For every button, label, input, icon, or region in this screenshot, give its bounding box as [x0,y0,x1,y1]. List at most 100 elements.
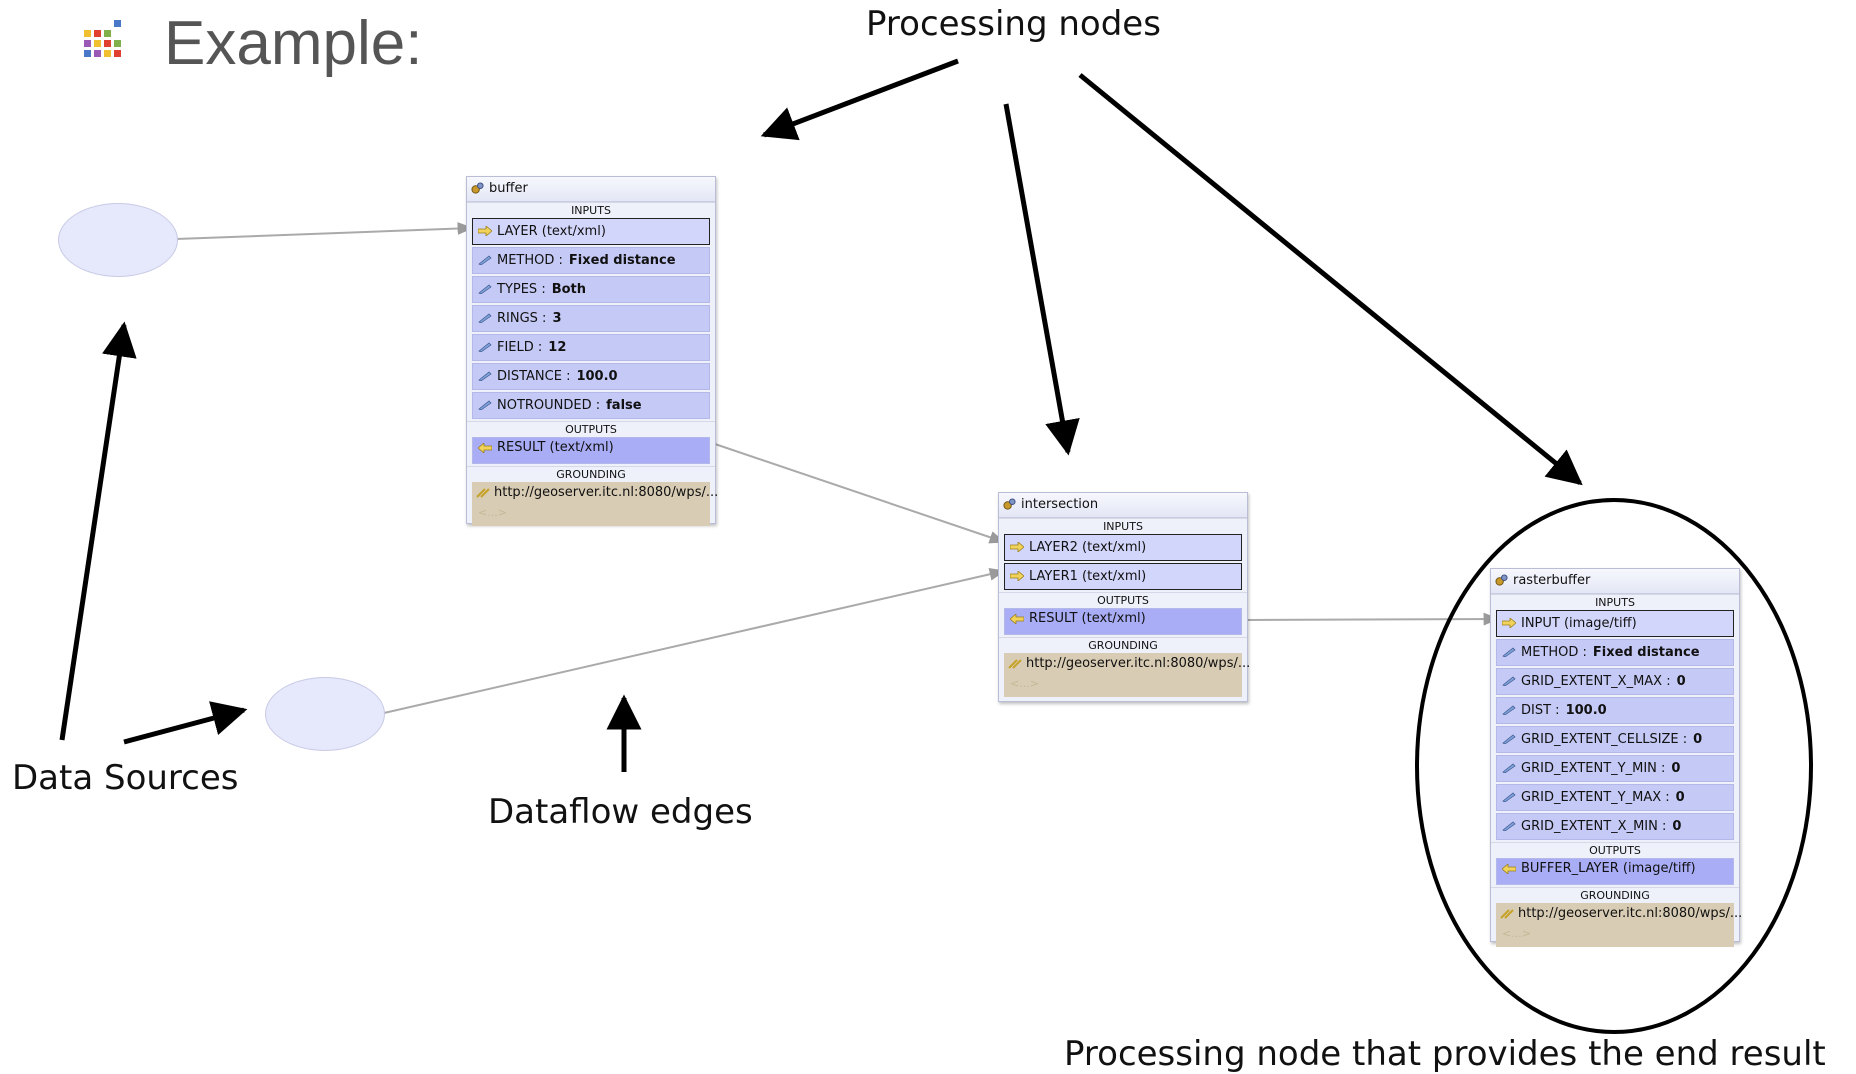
bullet-dot [114,50,121,57]
parameter-dist[interactable]: DIST :100.0 [1496,697,1734,724]
grounding-header: GROUNDING [999,637,1247,653]
parameter-grid-extent-x-min[interactable]: GRID_EXTENT_X_MIN :0 [1496,813,1734,840]
arrow-right-icon [478,226,492,236]
parameter-distance[interactable]: DISTANCE :100.0 [472,363,710,390]
parameter-grid-extent-cellsize[interactable]: GRID_EXTENT_CELLSIZE :0 [1496,726,1734,753]
node-header[interactable]: intersection [999,493,1247,518]
input-port-layer1[interactable]: LAYER1 (text/xml) [1004,563,1242,590]
input-port-input[interactable]: INPUT (image/tiff) [1496,610,1734,637]
grounding-header: GROUNDING [1491,887,1739,903]
label-end-result: Processing node that provides the end re… [1064,1034,1826,1074]
parameter-grid-extent-x-max[interactable]: GRID_EXTENT_X_MAX :0 [1496,668,1734,695]
pencil-icon [478,284,492,294]
arrow-to-buffer [760,58,959,141]
link-icon [1500,909,1514,919]
bullet-dot [84,50,91,57]
grounding-more: <...> [1502,927,1531,940]
inputs-header: INPUTS [1491,594,1739,610]
bullet-dot [84,40,91,47]
node-intersection[interactable]: intersection INPUTS LAYER2 (text/xml) LA… [998,492,1250,702]
grounding-header: GROUNDING [467,466,715,482]
arrow-to-source1 [59,321,137,741]
arrow-left-icon [1502,864,1516,874]
grounding-url[interactable]: http://geoserver.itc.nl:8080/wps/... [494,485,719,500]
bullet-dot [104,40,111,47]
bullet-dot [104,30,111,37]
pencil-icon [478,255,492,265]
parameter-types[interactable]: TYPES :Both [472,276,710,303]
outputs-header: OUTPUTS [1491,842,1739,858]
node-rasterbuffer[interactable]: rasterbuffer INPUTS INPUT (image/tiff) M… [1490,568,1742,947]
bullet-dot [94,50,101,57]
pencil-icon [1502,734,1516,744]
page-title: Example: [164,9,423,78]
pencil-icon [1502,821,1516,831]
output-port-result[interactable]: RESULT (text/xml) [1004,608,1242,635]
parameter-method[interactable]: METHOD :Fixed distance [1496,639,1734,666]
edge-buffer-intersection[interactable] [711,442,1006,544]
label-processing-nodes: Processing nodes [866,4,1161,44]
parameter-grid-extent-y-min[interactable]: GRID_EXTENT_Y_MIN :0 [1496,755,1734,782]
link-icon [1008,659,1022,669]
data-source-1[interactable] [58,203,178,277]
grounding-box[interactable]: http://geoserver.itc.nl:8080/wps/... <..… [1496,903,1742,947]
parameter-notrounded[interactable]: NOTROUNDED :false [472,392,710,419]
pencil-icon [1502,763,1516,773]
arrow-left-icon [1010,614,1024,624]
arrow-to-rasterbuffer [1078,73,1583,486]
node-title: rasterbuffer [1513,573,1591,588]
parameter-rings[interactable]: RINGS :3 [472,305,710,332]
input-port-layer2[interactable]: LAYER2 (text/xml) [1004,534,1242,561]
pencil-icon [478,371,492,381]
arrow-right-icon [1010,542,1024,552]
parameter-grid-extent-y-max[interactable]: GRID_EXTENT_Y_MAX :0 [1496,784,1734,811]
end-result-highlight-ellipse [1415,498,1813,1034]
arrow-to-intersection [1003,103,1080,456]
pencil-icon [1502,705,1516,715]
bullet-dot [94,40,101,47]
output-port-buffer-layer[interactable]: BUFFER_LAYER (image/tiff) [1496,858,1734,885]
arrow-right-icon [1010,571,1024,581]
label-dataflow-edges: Dataflow edges [488,792,753,832]
outputs-header: OUTPUTS [467,421,715,437]
node-header[interactable]: buffer [467,177,715,202]
gear-icon [1003,498,1016,510]
grounding-url[interactable]: http://geoserver.itc.nl:8080/wps/... [1518,906,1743,921]
node-header[interactable]: rasterbuffer [1491,569,1739,594]
grounding-more: <...> [478,506,507,519]
grounding-url[interactable]: http://geoserver.itc.nl:8080/wps/... [1026,656,1251,671]
node-buffer[interactable]: buffer INPUTS LAYER (text/xml) METHOD :F… [466,176,718,526]
bullet-dot [114,20,121,27]
edge-source2-intersection[interactable] [383,567,1006,714]
input-port-layer[interactable]: LAYER (text/xml) [472,218,710,245]
edge-intersection-rasterbuffer[interactable] [1245,612,1500,626]
pencil-icon [1502,647,1516,657]
label-data-sources: Data Sources [12,758,239,798]
data-source-2[interactable] [265,677,385,751]
pencil-icon [1502,792,1516,802]
arrow-left-icon [478,443,492,453]
parameter-field[interactable]: FIELD :12 [472,334,710,361]
grid-bullet-icon [84,20,132,68]
link-icon [476,488,490,498]
inputs-header: INPUTS [467,202,715,218]
grounding-box[interactable]: http://geoserver.itc.nl:8080/wps/... <..… [472,482,718,526]
output-port-result[interactable]: RESULT (text/xml) [472,437,710,464]
grounding-more: <...> [1010,677,1039,690]
grounding-box[interactable]: http://geoserver.itc.nl:8080/wps/... <..… [1004,653,1250,697]
inputs-header: INPUTS [999,518,1247,534]
arrow-right-icon [1502,618,1516,628]
edge-source1-buffer[interactable] [175,222,474,240]
parameter-method[interactable]: METHOD :Fixed distance [472,247,710,274]
bullet-dot [84,30,91,37]
outputs-header: OUTPUTS [999,592,1247,608]
bullet-dot [114,40,121,47]
pencil-icon [1502,676,1516,686]
gear-icon [1495,574,1508,586]
gear-icon [471,182,484,194]
bullet-dot [94,30,101,37]
pencil-icon [478,400,492,410]
node-title: intersection [1021,497,1099,512]
pencil-icon [478,313,492,323]
node-title: buffer [489,181,528,196]
